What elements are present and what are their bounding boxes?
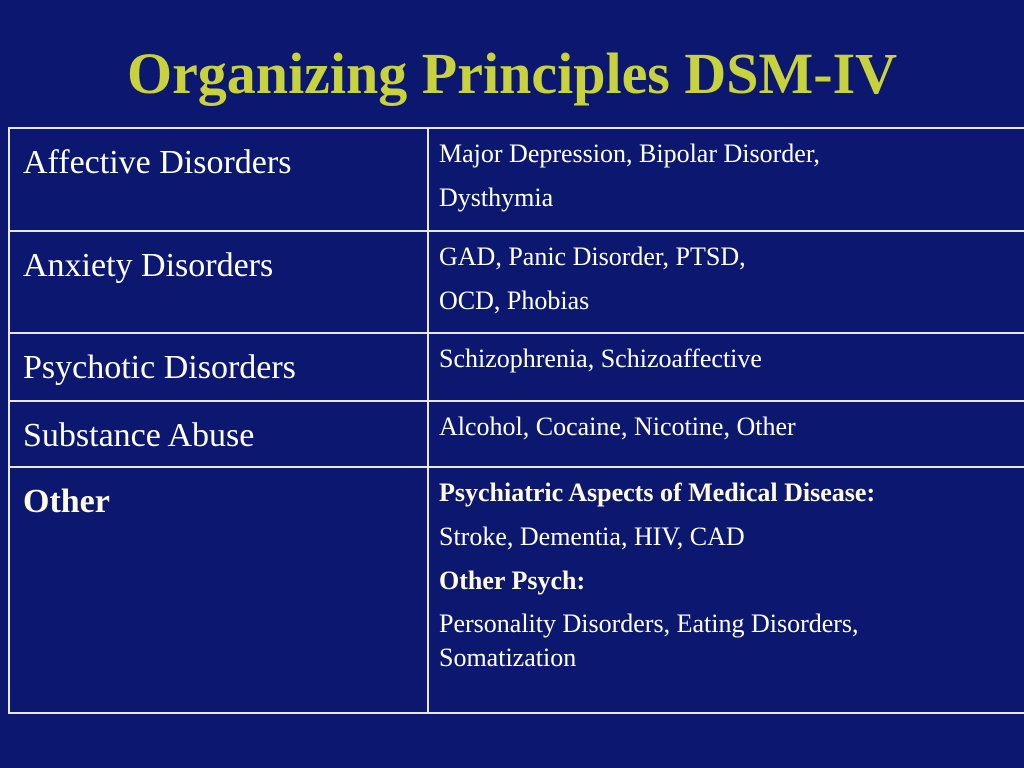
- table-row: Psychotic Disorders Schizophrenia, Schiz…: [8, 332, 1024, 402]
- category-cell: Other: [8, 466, 429, 714]
- examples-line: Stroke, Dementia, HIV, CAD: [439, 521, 745, 551]
- examples-cell: Psychiatric Aspects of Medical Disease: …: [427, 466, 1024, 714]
- disorders-table: Affective Disorders Major Depression, Bi…: [8, 127, 1024, 714]
- table-row: Substance Abuse Alcohol, Cocaine, Nicoti…: [8, 400, 1024, 468]
- table-row: Anxiety Disorders GAD, Panic Disorder, P…: [8, 230, 1024, 334]
- category-cell: Affective Disorders: [8, 127, 429, 232]
- examples-line: Somatization: [439, 643, 577, 673]
- category-cell: Anxiety Disorders: [8, 230, 429, 334]
- examples-cell: Major Depression, Bipolar Disorder, Dyst…: [427, 127, 1024, 232]
- subheading-line: Psychiatric Aspects of Medical Disease:: [439, 478, 876, 507]
- table-row: Affective Disorders Major Depression, Bi…: [8, 127, 1024, 232]
- table-row: Other Psychiatric Aspects of Medical Dis…: [8, 466, 1024, 714]
- examples-line: GAD, Panic Disorder, PTSD,: [439, 242, 746, 271]
- examples-cell: Schizophrenia, Schizoaffective: [427, 332, 1024, 402]
- examples-line: Alcohol, Cocaine, Nicotine, Other: [439, 412, 796, 441]
- subheading-line: Other Psych:: [439, 565, 586, 595]
- examples-line: OCD, Phobias: [439, 285, 590, 315]
- examples-line: Schizophrenia, Schizoaffective: [439, 344, 762, 373]
- examples-cell: GAD, Panic Disorder, PTSD, OCD, Phobias: [427, 230, 1024, 334]
- category-cell: Substance Abuse: [8, 400, 429, 468]
- examples-line: Personality Disorders, Eating Disorders,: [439, 609, 859, 639]
- examples-cell: Alcohol, Cocaine, Nicotine, Other: [427, 400, 1024, 468]
- examples-line: Dysthymia: [439, 182, 554, 212]
- slide-title: Organizing Principles DSM-IV: [126, 41, 898, 106]
- examples-line: Major Depression, Bipolar Disorder,: [439, 139, 820, 168]
- category-cell: Psychotic Disorders: [8, 332, 429, 402]
